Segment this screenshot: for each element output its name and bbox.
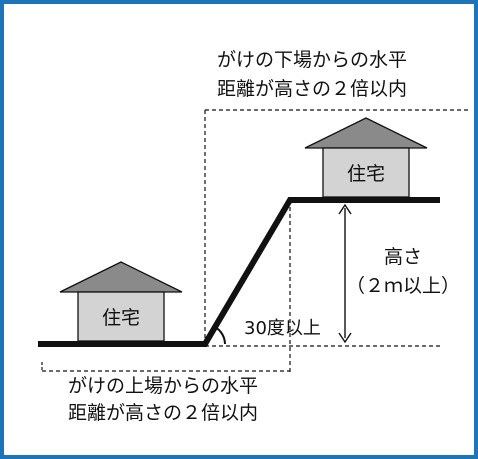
upper-house-roof xyxy=(304,117,428,149)
upper-house-label: 住宅 xyxy=(347,163,385,185)
height-arrow-top xyxy=(338,203,352,215)
lower-house-label: 住宅 xyxy=(102,307,140,329)
angle-arc xyxy=(214,326,226,345)
height-arrow-bottom xyxy=(338,332,352,344)
lower-distance-label-line2: 距離が高さの２倍以内 xyxy=(68,402,258,424)
upper-distance-label-line2: 距離が高さの２倍以内 xyxy=(217,78,407,100)
height-label-line1: 高さ xyxy=(384,246,422,268)
upper-house xyxy=(304,117,428,198)
lower-house xyxy=(59,261,183,342)
lower-house-wall xyxy=(77,291,165,342)
lower-house-roof xyxy=(59,261,183,293)
angle-label: 30度以上 xyxy=(244,318,321,339)
lower-distance-label-line1: がけの上場からの水平 xyxy=(68,375,258,397)
upper-distance-label-line1: がけの下場からの水平 xyxy=(217,49,407,71)
ground-profile xyxy=(38,197,440,347)
upper-house-wall xyxy=(322,147,410,198)
height-label-line2: （２ｍ以上） xyxy=(346,275,460,297)
